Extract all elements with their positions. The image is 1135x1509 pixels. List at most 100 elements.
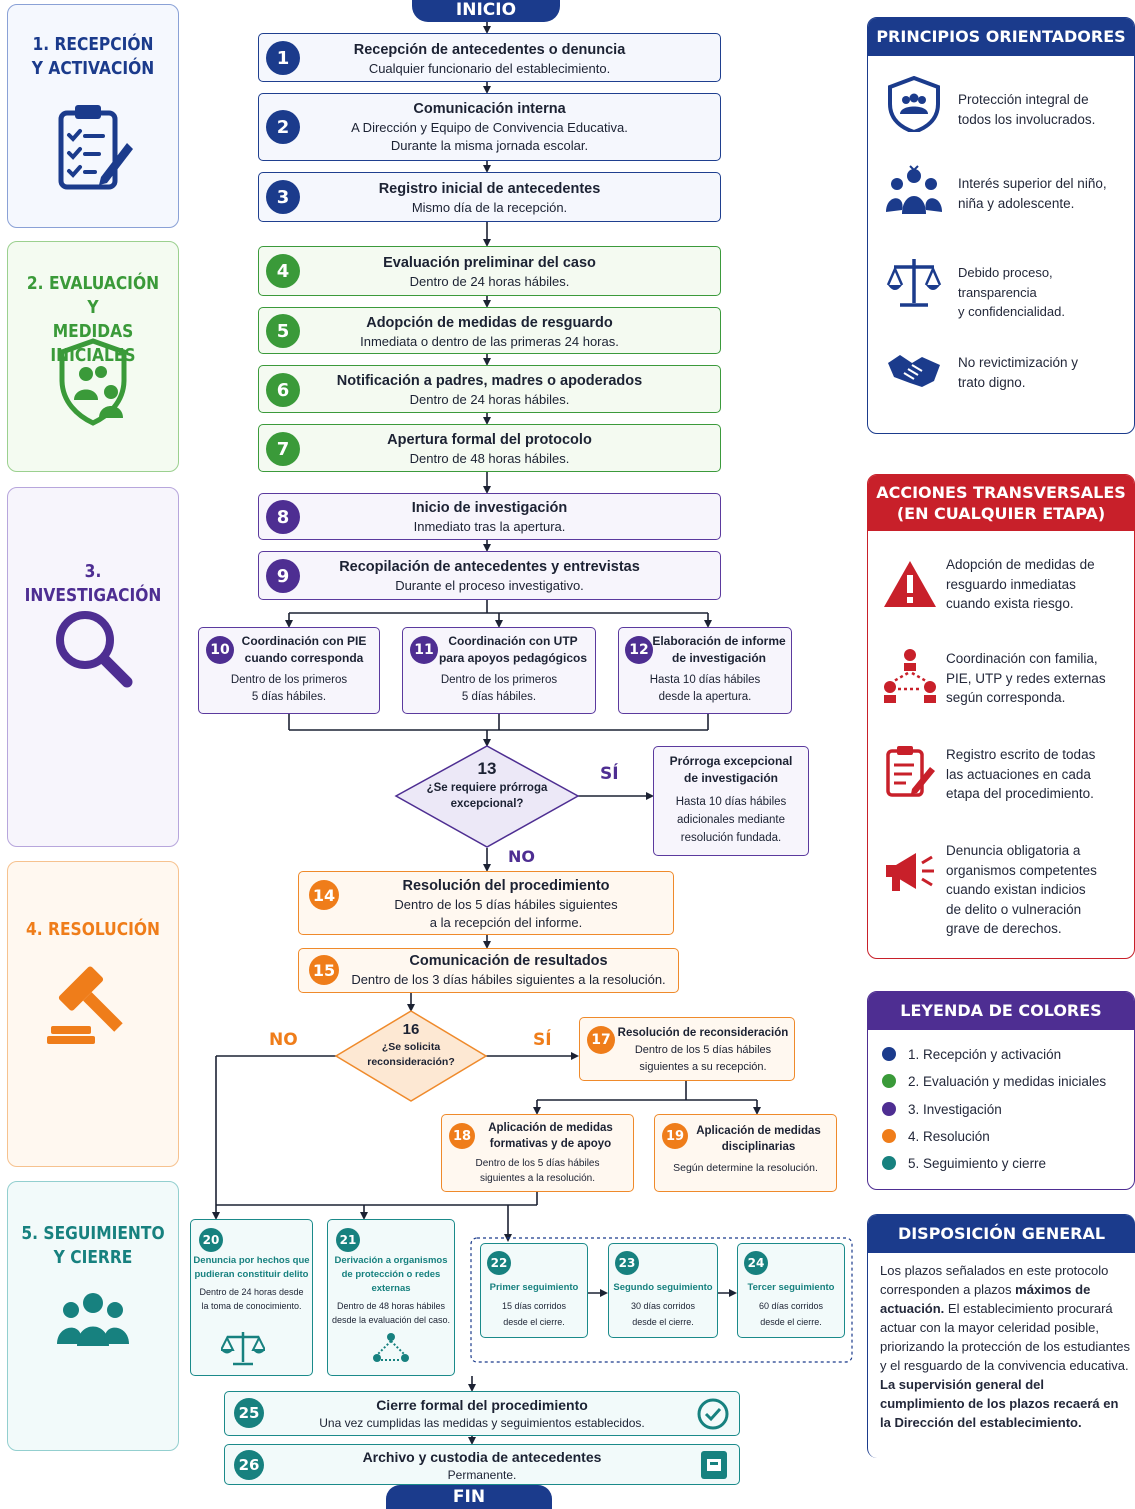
step-23[interactable]: 23 Segundo seguimiento 30 días corridos … xyxy=(608,1243,718,1338)
step-24[interactable]: 24 Tercer seguimiento 60 días corridos d… xyxy=(737,1243,845,1338)
step-number-badge: 26 xyxy=(234,1450,264,1480)
transversal-text: Coordinación con familia, PIE, UTP y red… xyxy=(946,651,1106,705)
archive-box-icon xyxy=(701,1451,727,1479)
phase-title: 4. RESOLUCIÓN xyxy=(26,919,160,940)
step-8[interactable]: 8 Inicio de investigación Inmediato tras… xyxy=(258,493,721,540)
step-number-badge: 9 xyxy=(266,559,300,593)
step-title: Elaboración de informe de investigación xyxy=(652,634,786,665)
phase-title: 3. INVESTIGACIÓN xyxy=(24,561,162,606)
legend-title: LEYENDA DE COLORES xyxy=(868,992,1134,1030)
legend-panel: LEYENDA DE COLORES 1. Recepción y activa… xyxy=(867,991,1135,1190)
step-7[interactable]: 7 Apertura formal del protocolo Dentro d… xyxy=(258,424,721,472)
step-description: Mismo día de la recepción. xyxy=(411,200,568,215)
warning-icon xyxy=(884,561,936,607)
step-17[interactable]: 17 Resolución de reconsideración Dentro … xyxy=(579,1017,795,1081)
shield-people-icon xyxy=(888,76,940,132)
step-3[interactable]: 3 Registro inicial de antecedentes Mismo… xyxy=(258,172,721,222)
step-title: Notificación a padres, madres o apoderad… xyxy=(336,373,643,389)
step-5[interactable]: 5 Adopción de medidas de resguardo Inmed… xyxy=(258,307,721,354)
general-text: Los plazos señalados en este protocolo c… xyxy=(880,1261,1131,1432)
step-20[interactable]: 20 Denuncia por hechos que pudieran cons… xyxy=(190,1219,313,1376)
principle-text: No revictimización y trato digno. xyxy=(958,355,1079,390)
step-number-badge: 3 xyxy=(266,180,300,214)
clipboard-checklist-icon xyxy=(58,105,133,190)
phase-panel-resolution: 4. RESOLUCIÓN xyxy=(7,861,179,1167)
step-description: Dentro de 24 horas hábiles. xyxy=(409,274,570,289)
step-10[interactable]: 10 Coordinación con PIE cuando correspon… xyxy=(198,627,380,714)
step-description: Hasta 10 días hábiles adicionales median… xyxy=(675,796,787,844)
step-number-badge: 15 xyxy=(309,955,339,985)
legend-label: 4. Resolución xyxy=(908,1129,990,1144)
legend-item: 1. Recepción y activación xyxy=(882,1047,1061,1062)
step-number-badge: 21 xyxy=(336,1228,360,1252)
step-26[interactable]: 26 Archivo y custodia de antecedentes Pe… xyxy=(224,1444,740,1485)
step-title: Evaluación preliminar del caso xyxy=(383,255,596,271)
step-2[interactable]: 2 Comunicación interna A Dirección y Equ… xyxy=(258,93,721,161)
step-title: Adopción de medidas de resguardo xyxy=(366,315,613,331)
step-number-badge: 1 xyxy=(266,41,300,75)
branch-no-label: NO xyxy=(508,847,535,866)
step-6[interactable]: 6 Notificación a padres, madres o apoder… xyxy=(258,365,721,413)
step-22[interactable]: 22 Primer seguimiento 15 días corridos d… xyxy=(480,1243,588,1338)
network-icon xyxy=(884,649,936,703)
branch-yes-label: SÍ xyxy=(533,1030,552,1050)
step-11[interactable]: 11 Coordinación con UTP para apoyos peda… xyxy=(402,627,596,714)
principle-text: Interés superior del niño, niña y adoles… xyxy=(958,176,1107,211)
step-25[interactable]: 25 Cierre formal del procedimiento Una v… xyxy=(224,1391,740,1436)
step-14[interactable]: 14 Resolución del procedimiento Dentro d… xyxy=(298,871,674,935)
decision-13[interactable]: 13 ¿Se requiere prórroga excepcional? xyxy=(396,758,578,830)
start-terminal: INICIO xyxy=(412,0,560,22)
step-title: Prórroga excepcional de investigación xyxy=(669,754,793,785)
step-description: Durante el proceso investigativo. xyxy=(395,578,584,593)
check-circle-icon xyxy=(697,1398,729,1430)
legend-label: 5. Seguimiento y cierre xyxy=(908,1156,1047,1171)
step-number-badge: 2 xyxy=(266,110,300,144)
legend-item: 3. Investigación xyxy=(882,1102,1002,1117)
step-4[interactable]: 4 Evaluación preliminar del caso Dentro … xyxy=(258,246,721,296)
legend-swatch xyxy=(882,1129,896,1143)
step-description: Dentro de los primeros 5 días hábiles. xyxy=(440,674,558,703)
step-9[interactable]: 9 Recopilación de antecedentes y entrevi… xyxy=(258,551,721,600)
family-icon xyxy=(886,165,942,214)
step-title: Resolución del procedimiento xyxy=(402,878,610,894)
step-12[interactable]: 12 Elaboración de informe de investigaci… xyxy=(618,627,792,714)
step-title: Comunicación interna xyxy=(413,101,566,117)
step-title: Primer seguimiento xyxy=(489,1282,579,1293)
step-description: 30 días corridos desde el cierre. xyxy=(630,1301,696,1327)
scales-icon xyxy=(221,1332,265,1366)
step-19[interactable]: 19 Aplicación de medidas disciplinarias … xyxy=(654,1114,837,1192)
shield-people-icon xyxy=(59,338,127,426)
legend-label: 1. Recepción y activación xyxy=(908,1047,1062,1062)
general-text-bold: máximos de actuación. xyxy=(880,1282,1091,1316)
step-number-badge: 18 xyxy=(449,1123,475,1149)
step-title: Tercer seguimiento xyxy=(747,1282,835,1293)
step-description: Dentro de los 3 días hábiles siguientes … xyxy=(351,972,666,987)
step-number-badge: 8 xyxy=(266,500,300,534)
step-number-badge: 6 xyxy=(266,373,300,407)
step-title: Apertura formal del protocolo xyxy=(387,432,592,448)
step-number-badge: 5 xyxy=(266,314,300,348)
step-extension[interactable]: Prórroga excepcional de investigación Ha… xyxy=(653,746,809,856)
phase-title: 1. RECEPCIÓN Y ACTIVACIÓN xyxy=(31,34,155,79)
legend-item: 5. Seguimiento y cierre xyxy=(882,1156,1046,1171)
step-number-badge: 7 xyxy=(266,432,300,466)
phase-panel-investigation: 3. INVESTIGACIÓN xyxy=(7,487,179,847)
step-number-badge: 24 xyxy=(744,1251,768,1275)
legend-swatch xyxy=(882,1047,896,1061)
handshake-icon xyxy=(888,355,940,387)
step-description: Dentro de los 5 días hábiles siguientes … xyxy=(475,1158,600,1184)
branch-no-label: NO xyxy=(269,1030,298,1050)
step-21[interactable]: 21 Derivación a organismos de protección… xyxy=(327,1219,455,1376)
step-description: Dentro de los primeros 5 días hábiles. xyxy=(230,674,348,703)
step-title: Registro inicial de antecedentes xyxy=(378,181,601,197)
step-title: Recopilación de antecedentes y entrevist… xyxy=(339,559,640,575)
decision-16[interactable]: 16 ¿Se solicita reconsideración? xyxy=(336,1020,486,1080)
step-title: Coordinación con UTP para apoyos pedagóg… xyxy=(438,634,588,665)
step-15[interactable]: 15 Comunicación de resultados Dentro de … xyxy=(298,948,679,993)
phase-title: 5. SEGUIMIENTO Y CIERRE xyxy=(21,1223,165,1268)
step-number-badge: 10 xyxy=(206,636,234,664)
step-1[interactable]: 1 Recepción de antecedentes o denuncia C… xyxy=(258,33,721,82)
step-title: Inicio de investigación xyxy=(411,500,568,516)
step-title: Aplicación de medidas formativas y de ap… xyxy=(488,1122,613,1150)
step-18[interactable]: 18 Aplicación de medidas formativas y de… xyxy=(441,1114,634,1192)
